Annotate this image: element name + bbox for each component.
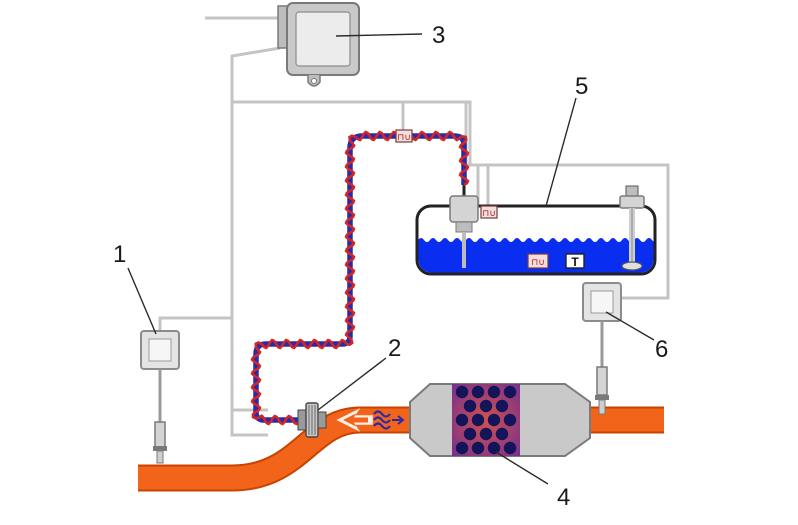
honeycomb-cell xyxy=(463,427,477,441)
catalyst-honeycomb xyxy=(455,385,517,455)
hose-heater-icon: ⊓∪ xyxy=(395,129,413,143)
callout-label-1: 1 xyxy=(113,241,126,268)
callout-label-2: 2 xyxy=(388,335,401,362)
honeycomb-cell xyxy=(503,385,517,399)
heated-supply-hose: ⊓∪ xyxy=(250,129,470,426)
callout-leaders xyxy=(127,33,655,485)
callout-label-3: 3 xyxy=(432,22,445,49)
honeycomb-cell xyxy=(471,441,485,455)
honeycomb-cell xyxy=(471,413,485,427)
svg-text:⊓∪: ⊓∪ xyxy=(531,258,545,268)
honeycomb-cell xyxy=(503,413,517,427)
pump-module xyxy=(449,185,479,268)
scr-catalyst xyxy=(409,383,591,457)
honeycomb-cell xyxy=(455,413,469,427)
upstream-nox-sensor xyxy=(140,330,180,464)
svg-text:T: T xyxy=(571,255,579,269)
honeycomb-cell xyxy=(471,385,485,399)
reductant-tank: ⊓∪ ⊓∪ T xyxy=(415,185,657,276)
exhaust-flow-arrow-icon xyxy=(336,408,373,432)
tank-temperature-sensor: T xyxy=(565,253,585,269)
honeycomb-cell xyxy=(463,399,477,413)
downstream-nox-sensor xyxy=(582,282,622,415)
honeycomb-cell xyxy=(487,413,501,427)
tank-heater-icon: ⊓∪ xyxy=(480,205,498,219)
honeycomb-cell xyxy=(479,399,493,413)
honeycomb-cell xyxy=(495,399,509,413)
callout-label-6: 6 xyxy=(655,336,668,363)
callout-label-4: 4 xyxy=(557,484,570,511)
control-unit xyxy=(277,2,360,87)
honeycomb-cell xyxy=(479,427,493,441)
urea-spray-icon xyxy=(373,410,405,430)
tank-level-sensor xyxy=(619,185,645,271)
wiring-harness xyxy=(158,16,670,437)
honeycomb-cell xyxy=(495,427,509,441)
svg-text:⊓∪: ⊓∪ xyxy=(397,133,411,143)
svg-text:⊓∪: ⊓∪ xyxy=(482,209,496,219)
callout-label-5: 5 xyxy=(575,73,588,100)
tank-bottom-heater: ⊓∪ xyxy=(527,253,549,269)
honeycomb-cell xyxy=(487,385,501,399)
honeycomb-cell xyxy=(487,441,501,455)
honeycomb-cell xyxy=(455,385,469,399)
dosing-injector xyxy=(297,402,327,438)
honeycomb-cell xyxy=(455,441,469,455)
honeycomb-cell xyxy=(503,441,517,455)
